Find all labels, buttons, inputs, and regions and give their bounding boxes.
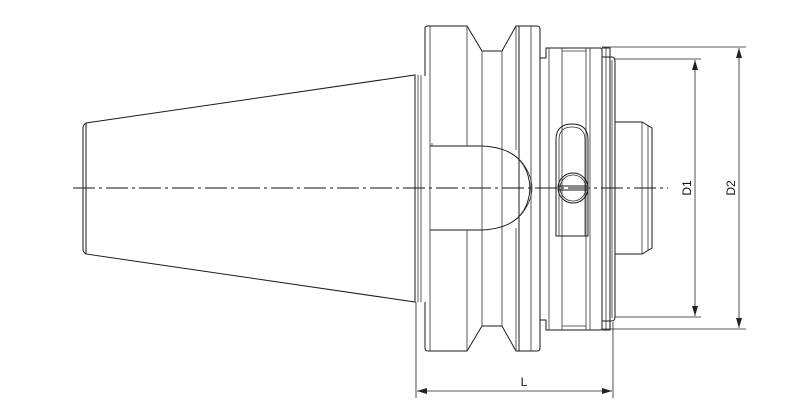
v-flange (424, 25, 541, 352)
taper-shank (82, 74, 422, 303)
dimension-label-l: L (521, 375, 528, 389)
body-collar (540, 47, 603, 331)
dimension-d1: D1 (615, 58, 701, 318)
dimension-label-d1: D1 (680, 180, 694, 196)
dimension-l: L (415, 302, 614, 398)
set-screw-icon (557, 172, 589, 204)
dimension-label-d2: D2 (724, 180, 738, 196)
slot-hole (555, 123, 589, 237)
dimension-d2: D2 (602, 46, 746, 330)
nose (602, 47, 653, 331)
